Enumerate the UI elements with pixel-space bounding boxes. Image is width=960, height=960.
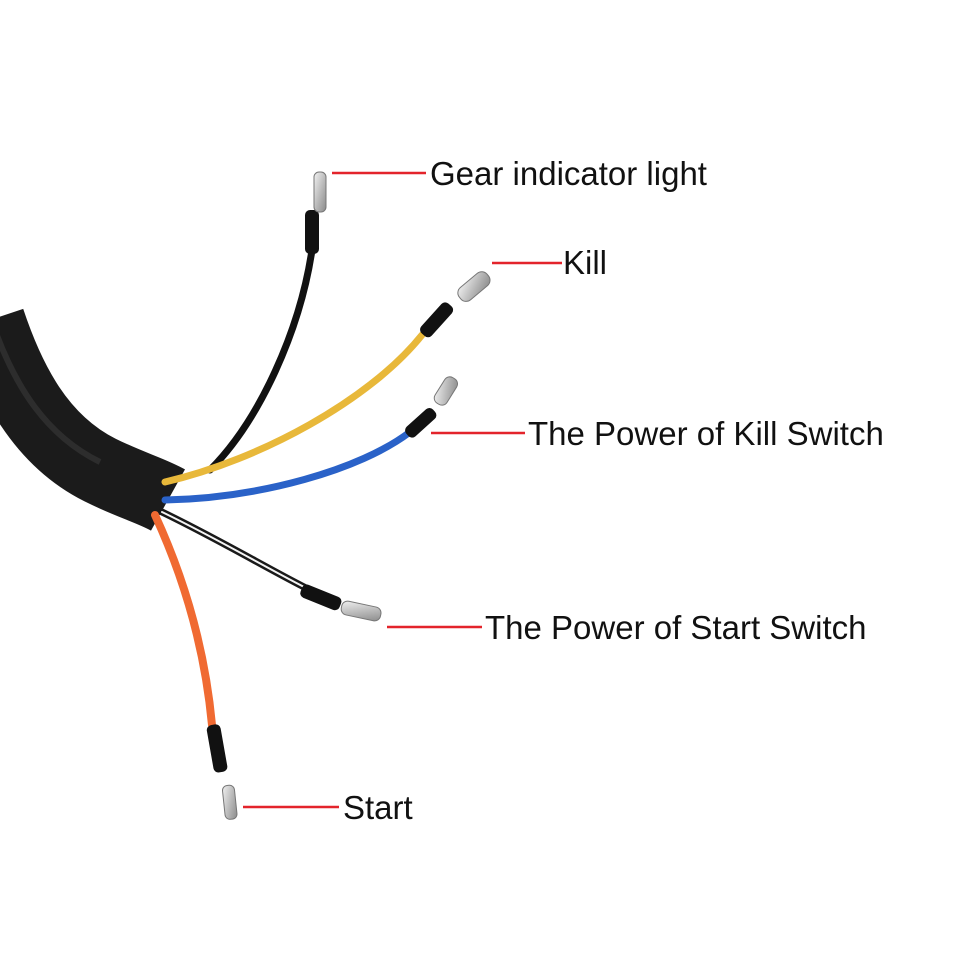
kill-connector bbox=[457, 271, 491, 302]
kill-switch-power-wire bbox=[161, 428, 414, 504]
gear-indicator-connector bbox=[313, 171, 327, 213]
harness-sheath-highlight bbox=[0, 334, 102, 465]
start-switch-power-connector bbox=[340, 600, 382, 622]
gear-indicator-sleeve bbox=[305, 210, 319, 254]
start-switch-power-wire-stripe bbox=[161, 511, 311, 591]
kill-wire bbox=[161, 331, 426, 486]
start-wire bbox=[151, 511, 216, 729]
start-sleeve bbox=[206, 724, 228, 773]
start-label: Start bbox=[343, 789, 413, 826]
gear-indicator-wire bbox=[206, 246, 316, 474]
gear-indicator-label: Gear indicator light bbox=[430, 155, 707, 192]
start-switch-power-label: The Power of Start Switch bbox=[485, 609, 867, 646]
kill-switch-power-sleeve bbox=[405, 407, 437, 438]
kill-sleeve bbox=[420, 302, 454, 338]
kill-switch-power-connector bbox=[433, 376, 459, 406]
kill-switch-power-label: The Power of Kill Switch bbox=[528, 415, 884, 452]
harness-sheath bbox=[0, 308, 185, 532]
start-connector bbox=[221, 784, 238, 820]
start-switch-power-sleeve bbox=[300, 584, 342, 611]
kill-label: Kill bbox=[563, 244, 608, 281]
